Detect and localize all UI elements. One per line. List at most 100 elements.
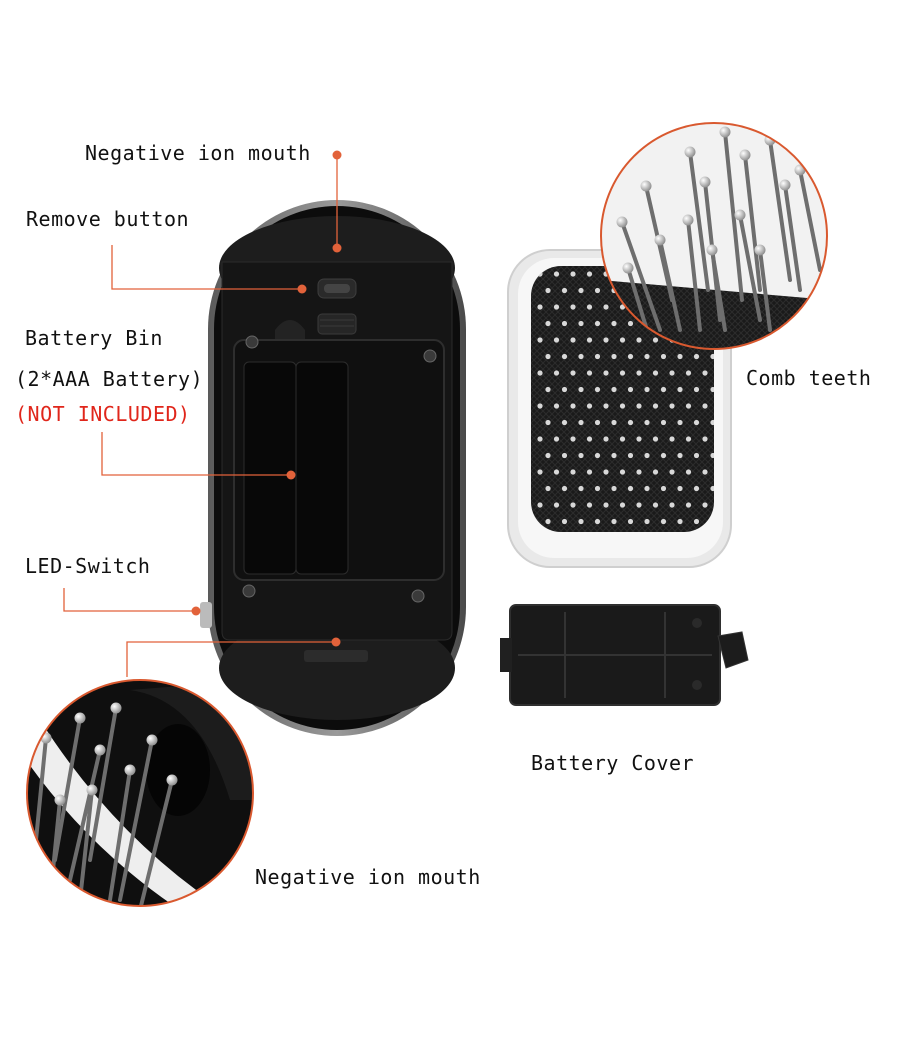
comb-pin-head [706, 244, 718, 256]
comb-pin [620, 220, 662, 332]
bristle-dot [644, 386, 650, 393]
label-comb-teeth: Comb teeth [746, 366, 872, 390]
comb-pin [68, 748, 102, 882]
comb-pin [743, 153, 762, 292]
bristle-dot [586, 370, 593, 376]
bristle-dot [685, 436, 692, 442]
bristle-dot [553, 337, 560, 343]
bristle-dot [570, 370, 576, 376]
leader-led-switch [63, 588, 196, 612]
bristle-dot [669, 436, 675, 442]
bristle-dot [693, 386, 700, 393]
bristle-dot [627, 518, 634, 525]
bristle-dot [644, 452, 650, 459]
bristle-dot [636, 370, 642, 376]
bristle-dot [603, 337, 609, 343]
bristle-dot [603, 403, 609, 409]
bristle-dot [652, 370, 659, 376]
bristle-dot [652, 502, 659, 508]
bristle-dot [570, 337, 576, 343]
bristle-dot [611, 353, 617, 360]
bristle-dot [545, 386, 551, 393]
comb-pin [798, 168, 822, 272]
bristle-dot [636, 502, 642, 508]
comb-pin [138, 778, 174, 906]
bristle-dot [627, 452, 634, 459]
bristle-dot [693, 353, 700, 360]
comb-pin-head [754, 244, 766, 256]
label-remove-button: Remove button [26, 207, 190, 231]
bristle-dot [545, 287, 551, 294]
comb-pin [34, 736, 48, 842]
bristle-dot [603, 469, 609, 475]
bristle-dot [594, 485, 601, 492]
comb-pin-head [94, 744, 106, 756]
bristle-dot [578, 287, 584, 294]
bristle-dot [611, 386, 617, 393]
bristle-dot [578, 320, 584, 327]
comb-pin-head [654, 234, 666, 246]
bristle-dot [594, 518, 601, 525]
bristle-dot [702, 469, 708, 475]
comb-pin [118, 738, 154, 902]
bristle-dot [669, 469, 675, 475]
bristle-dot [594, 419, 601, 426]
bristle-dot [553, 370, 560, 376]
leader-lines [63, 155, 338, 677]
brush-back-image [200, 200, 466, 736]
bristle-dot [660, 485, 667, 492]
bristle-dot [652, 337, 659, 343]
bristle-dot [702, 436, 708, 442]
bristle-dot [611, 452, 617, 459]
bristle-dot [578, 518, 584, 525]
bristle-dot [677, 518, 683, 525]
comb-pin-head [779, 179, 791, 191]
label-battery-spec: (2*AAA Battery) [15, 367, 204, 391]
bristle-dot [570, 304, 576, 310]
bristle-dot [537, 370, 543, 376]
bristle-dot [537, 304, 543, 310]
bristle-dot [644, 353, 650, 360]
bristle-dot [545, 320, 551, 327]
bristle-dot [603, 502, 609, 508]
bristle-dot [553, 469, 560, 475]
bristle-dot [594, 353, 601, 360]
leader-negative-ion-bottom [126, 641, 336, 677]
bristle-dot [660, 452, 667, 459]
comb-pin [783, 183, 802, 292]
bristle-dot [710, 452, 714, 459]
bristle-dot [561, 353, 568, 360]
bristle-dot [611, 518, 617, 525]
bristle-dot [586, 436, 593, 442]
bristle-dot [537, 502, 543, 508]
bristle-dot [636, 337, 642, 343]
bristle-dot [586, 304, 593, 310]
comb-pin-head [124, 764, 136, 776]
bristle-dot [619, 370, 626, 376]
comb-pin [710, 248, 727, 332]
label-led-switch: LED-Switch [25, 554, 151, 578]
bristle-dot [561, 518, 568, 525]
leader-remove-button [111, 245, 302, 290]
comb-pin [78, 788, 94, 902]
comb-pin [738, 213, 762, 322]
bristle-dot [685, 502, 692, 508]
comb-pin-head [719, 126, 731, 138]
comb-pin-head [616, 216, 628, 228]
bristle-dot [561, 419, 568, 426]
bristle-dot [578, 353, 584, 360]
bristle-dot [627, 419, 634, 426]
bristle-dot [677, 353, 683, 360]
bristle-dot [710, 353, 714, 360]
bristle-dot [578, 485, 584, 492]
bristle-dot [586, 502, 593, 508]
bristle-dot [594, 452, 601, 459]
bristle-dot [611, 419, 617, 426]
bristle-dot [578, 419, 584, 426]
bristle-dot [594, 320, 601, 327]
ion-mouth-zoom-circle [26, 679, 254, 907]
bristle-dot [693, 452, 700, 459]
bristle-dot [677, 485, 683, 492]
comb-pin-head [166, 774, 178, 786]
